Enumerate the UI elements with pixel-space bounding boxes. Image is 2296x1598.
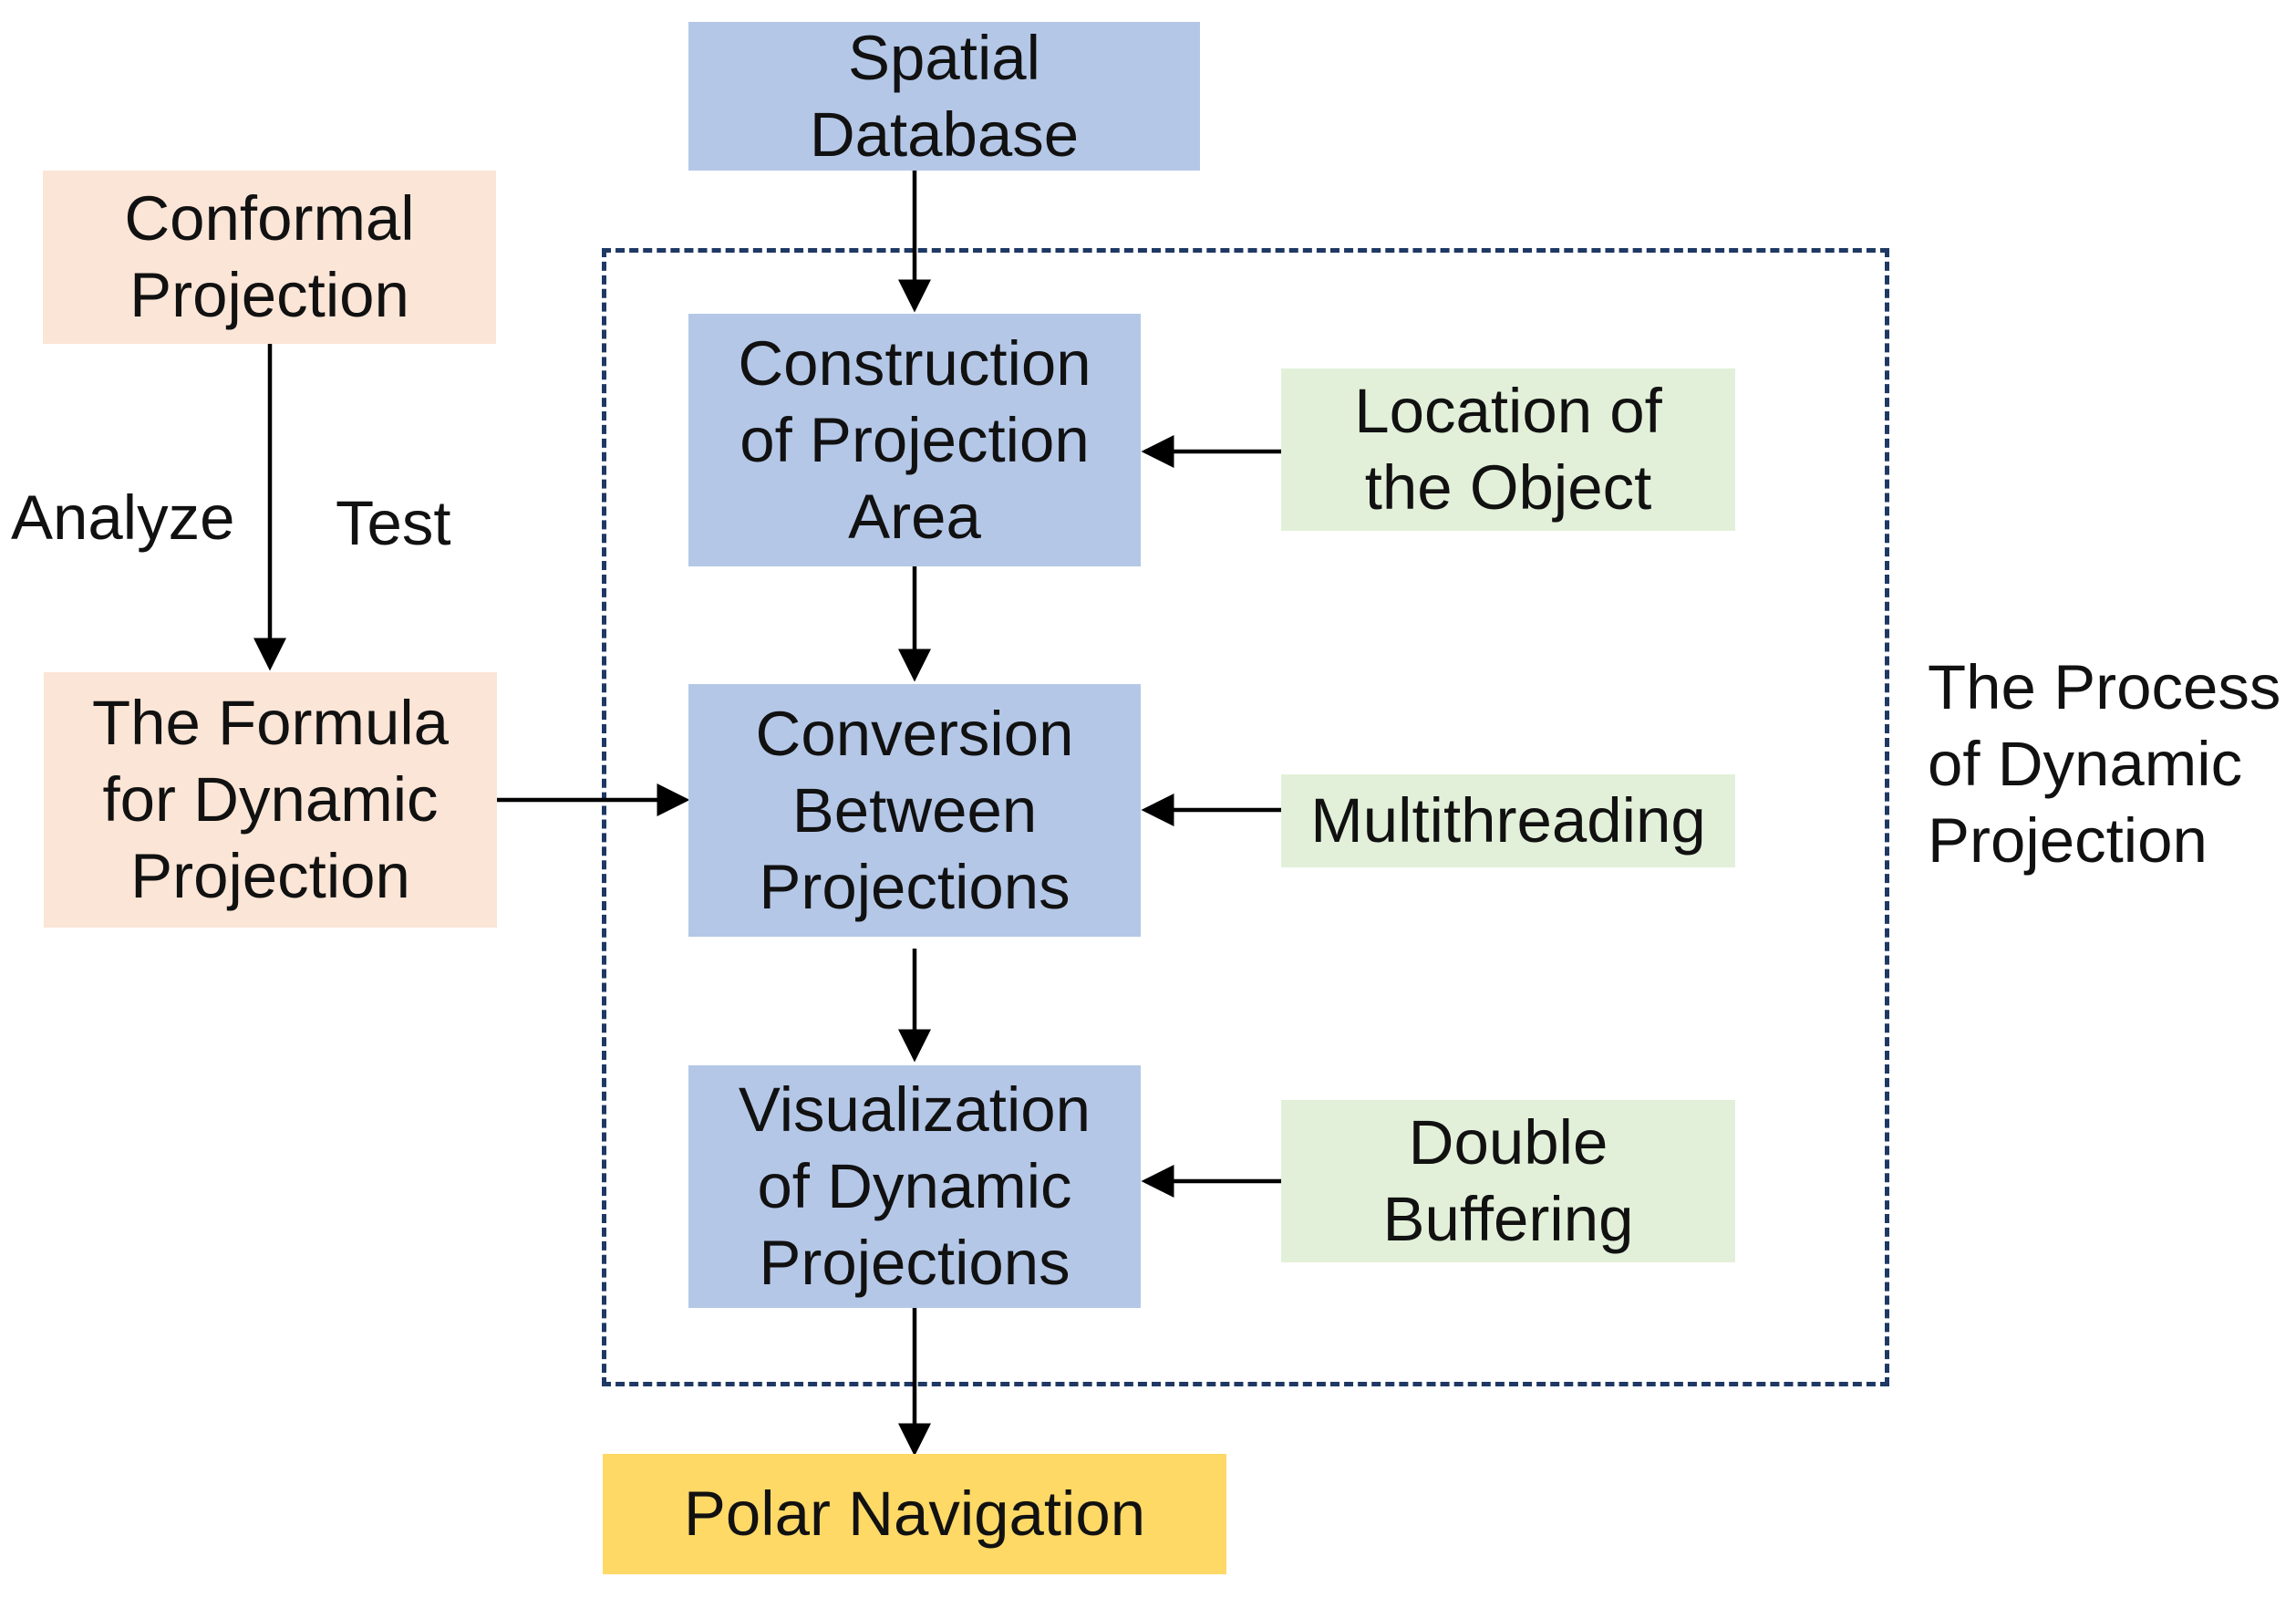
construction-projection-area-node: Construction of Projection Area [688, 314, 1141, 566]
spatial-database-label: Spatial Database [809, 22, 1080, 170]
double-buffering-label: Double Buffering [1382, 1107, 1634, 1254]
conversion-between-projections-node: Conversion Between Projections [688, 684, 1141, 937]
polar-navigation-node: Polar Navigation [603, 1454, 1226, 1574]
analyze-edge-label: Analyze [11, 483, 235, 553]
location-of-object-node: Location of the Object [1281, 368, 1735, 531]
visualization-dynamic-projections-node: Visualization of Dynamic Projections [688, 1065, 1141, 1308]
multithreading-label: Multithreading [1310, 785, 1706, 856]
double-buffering-node: Double Buffering [1281, 1100, 1735, 1262]
conversion-between-projections-label: Conversion Between Projections [755, 698, 1074, 922]
test-edge-label: Test [336, 488, 451, 558]
construction-projection-area-label: Construction of Projection Area [738, 327, 1091, 552]
visualization-dynamic-projections-label: Visualization of Dynamic Projections [738, 1074, 1091, 1298]
location-of-object-label: Location of the Object [1354, 376, 1662, 523]
process-group-label: The Process of Dynamic Projection [1928, 652, 2281, 876]
spatial-database-node: Spatial Database [688, 22, 1200, 171]
polar-navigation-label: Polar Navigation [683, 1479, 1146, 1549]
formula-dynamic-projection-label: The Formula for Dynamic Projection [91, 688, 450, 911]
conformal-projection-node: Conformal Projection [43, 171, 496, 344]
conformal-projection-label: Conformal Projection [124, 183, 415, 330]
dynamic-projection-process-frame [602, 248, 1889, 1386]
formula-dynamic-projection-node: The Formula for Dynamic Projection [44, 672, 497, 928]
multithreading-node: Multithreading [1281, 774, 1735, 867]
